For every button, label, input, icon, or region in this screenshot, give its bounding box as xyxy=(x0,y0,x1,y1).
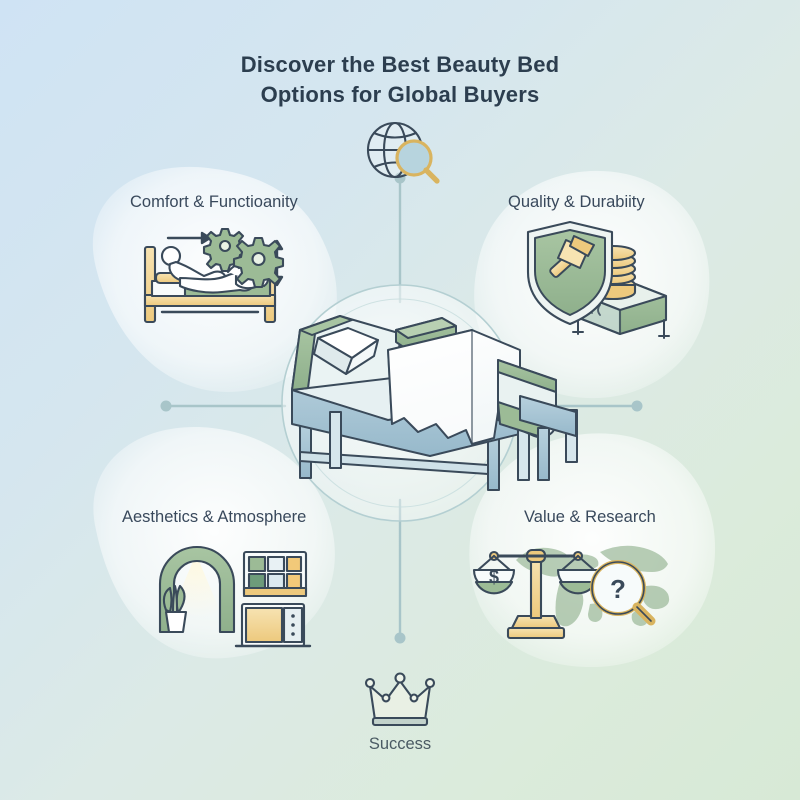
title-line-2: Options for Global Buyers xyxy=(260,82,540,107)
connector-dot-up xyxy=(394,172,406,184)
quadrant-label-quality: Quality & Durabiity xyxy=(508,193,645,211)
hub-circle xyxy=(281,284,519,522)
blob-value xyxy=(469,433,716,668)
blob-aesthetics xyxy=(93,427,335,659)
node-label-success: Success xyxy=(368,735,432,753)
connector-dot-down xyxy=(394,632,406,644)
title-line-1: Discover the Best Beauty Bed xyxy=(240,52,560,77)
quadrant-label-comfort: Comfort & Functioanity xyxy=(130,193,298,211)
connector-dot-left xyxy=(160,400,172,412)
quadrant-label-aesthetics: Aesthetics & Atmosphere xyxy=(122,508,307,526)
quadrant-label-value: Value & Research xyxy=(524,508,656,526)
connector-dot-right xyxy=(631,400,643,412)
page-title: Discover the Best Beauty Bed Options for… xyxy=(0,50,800,110)
